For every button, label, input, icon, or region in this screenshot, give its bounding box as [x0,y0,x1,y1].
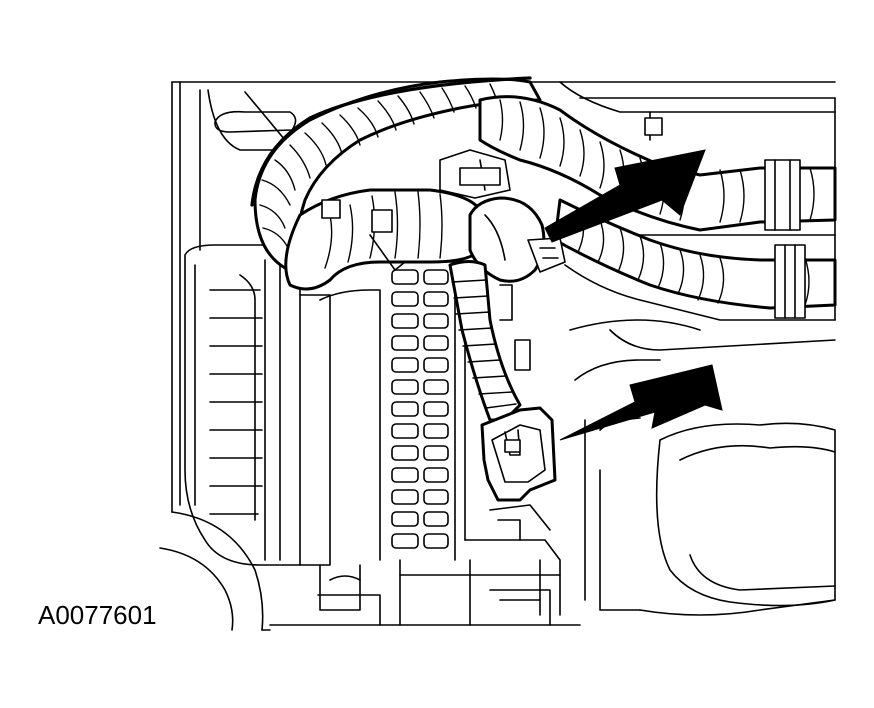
plug-harness [448,260,522,422]
upper-arrow [544,149,706,243]
alternator-body [184,244,581,626]
lower-right-harness [553,198,837,319]
right-housing [609,329,836,616]
pulley [159,511,271,631]
main-wiring-harness [250,76,542,270]
vent-slots [391,269,449,549]
figure-code: A0077601 [38,600,157,630]
electrical-connector [480,284,557,502]
terminal-boot [468,196,566,283]
harness-branch [284,149,511,291]
right-harness-bundle [478,95,837,232]
lower-arrow [559,364,723,441]
